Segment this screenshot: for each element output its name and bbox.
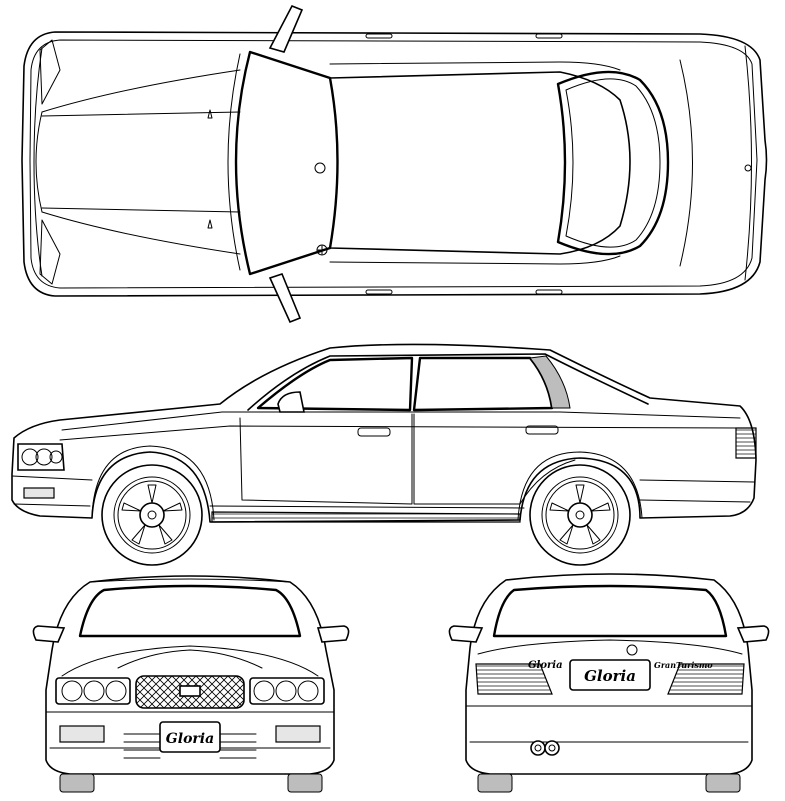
front-mirror-left <box>32 625 66 643</box>
top-hood-emblem-icon <box>314 162 326 174</box>
rear-tail-lamp-right <box>667 663 745 695</box>
front-headlight-r3 <box>297 680 319 702</box>
rear-exhaust-2 <box>544 740 560 756</box>
side-door-handle-rear <box>525 425 559 435</box>
top-view <box>21 4 768 324</box>
side-door-handle-front <box>357 427 391 437</box>
front-fog-lamp-right <box>275 725 321 743</box>
side-shoulder-line <box>59 425 741 441</box>
front-plate-text: Gloria <box>166 731 214 747</box>
front-intake-slats <box>123 733 257 759</box>
top-fuel-cap-icon <box>744 164 752 172</box>
front-headlight-l2 <box>83 680 105 702</box>
rear-window <box>492 584 728 638</box>
front-headlight-r2 <box>275 680 297 702</box>
front-view: Gloria <box>32 575 350 793</box>
rear-trunk-lid <box>477 639 743 655</box>
top-rear-bumper <box>744 45 752 281</box>
front-headlight-l1 <box>61 680 83 702</box>
top-trunk-line <box>679 59 693 267</box>
side-rear-arch <box>517 451 643 521</box>
top-front-lamp-lower <box>39 219 61 285</box>
top-antenna-icon-detail <box>317 245 327 255</box>
rear-mirror-right <box>736 625 770 643</box>
side-tail-lamp <box>735 427 757 459</box>
side-front-bumper <box>11 475 93 507</box>
side-headlight-1 <box>21 448 39 466</box>
top-hood-line-upper <box>41 69 241 113</box>
top-hood-center-upper <box>41 111 241 117</box>
front-windshield <box>78 584 302 638</box>
rear-license-plate <box>569 659 651 691</box>
front-headlight-r1 <box>253 680 275 702</box>
top-side-line-upper <box>329 61 621 71</box>
rear-tire-left <box>477 773 513 793</box>
side-front-arch <box>91 445 215 521</box>
front-hood <box>61 645 319 677</box>
side-rear-wheel <box>529 464 631 566</box>
top-door-handle-1 <box>365 33 393 39</box>
top-antenna-icon <box>316 244 328 256</box>
side-front-door <box>239 413 413 505</box>
top-door-handle-4 <box>535 289 563 295</box>
side-beltline <box>61 411 741 431</box>
top-door-handle-3 <box>365 289 393 295</box>
side-sill-trim <box>211 511 521 523</box>
top-hood-line-lower <box>41 211 241 255</box>
side-headlight-3 <box>49 450 63 464</box>
top-nozzle-2 <box>207 219 213 229</box>
front-tire-left <box>59 773 95 793</box>
side-rear-window <box>412 356 554 412</box>
rear-bumper <box>465 705 753 743</box>
top-front-bumper <box>33 47 43 277</box>
rear-tire-right <box>705 773 741 793</box>
top-mirror-upper <box>268 4 304 53</box>
rear-trim-text: GranTurismo <box>654 660 713 670</box>
side-headlight-2 <box>35 448 53 466</box>
side-body-outline <box>11 343 757 523</box>
front-license-plate <box>159 721 221 753</box>
front-headlight-l3 <box>105 680 127 702</box>
front-tire-right <box>287 773 323 793</box>
side-rear-bumper <box>639 479 755 503</box>
front-headlight-cluster-left <box>55 677 131 705</box>
side-front-wheel <box>101 464 203 566</box>
top-hood-nose <box>35 111 43 213</box>
top-roof <box>329 71 631 255</box>
front-roof-line <box>89 578 291 583</box>
side-greenhouse <box>247 353 649 411</box>
front-headlight-cluster-right <box>249 677 325 705</box>
front-mirror-right <box>316 625 350 643</box>
front-fog-lamp-left <box>59 725 105 743</box>
top-door-handle-2 <box>535 33 563 39</box>
top-rear-window-inner <box>565 78 661 248</box>
rear-tail-lamp-left <box>475 663 553 695</box>
side-headlight-housing <box>17 443 65 471</box>
front-hood-crease <box>117 649 263 669</box>
side-mirror <box>277 391 305 413</box>
top-hood-center-lower <box>41 207 241 213</box>
top-body-outline <box>21 31 768 297</box>
top-side-line-lower <box>329 255 621 265</box>
front-grille-emblem-icon <box>179 685 201 697</box>
side-front-window <box>256 356 414 412</box>
rear-plate-text: Gloria <box>584 667 636 685</box>
side-fog-lamp <box>23 487 55 499</box>
top-cowl-line <box>227 53 241 271</box>
rear-mirror-left <box>448 625 484 643</box>
top-mirror-lower <box>268 273 302 324</box>
rear-emblem-text: Gloria <box>528 660 563 671</box>
rear-exhaust-1 <box>530 740 546 756</box>
side-sill-line <box>209 505 525 509</box>
side-view <box>11 343 757 566</box>
rear-emblem-icon <box>626 644 638 656</box>
side-c-pillar <box>529 355 571 409</box>
top-rear-window <box>556 70 670 256</box>
rear-view: Gloria GranTurismo Gloria <box>448 573 770 793</box>
top-front-lamp-upper <box>39 39 61 105</box>
top-nozzle-1 <box>207 109 213 119</box>
top-body-inner-line <box>29 39 758 289</box>
